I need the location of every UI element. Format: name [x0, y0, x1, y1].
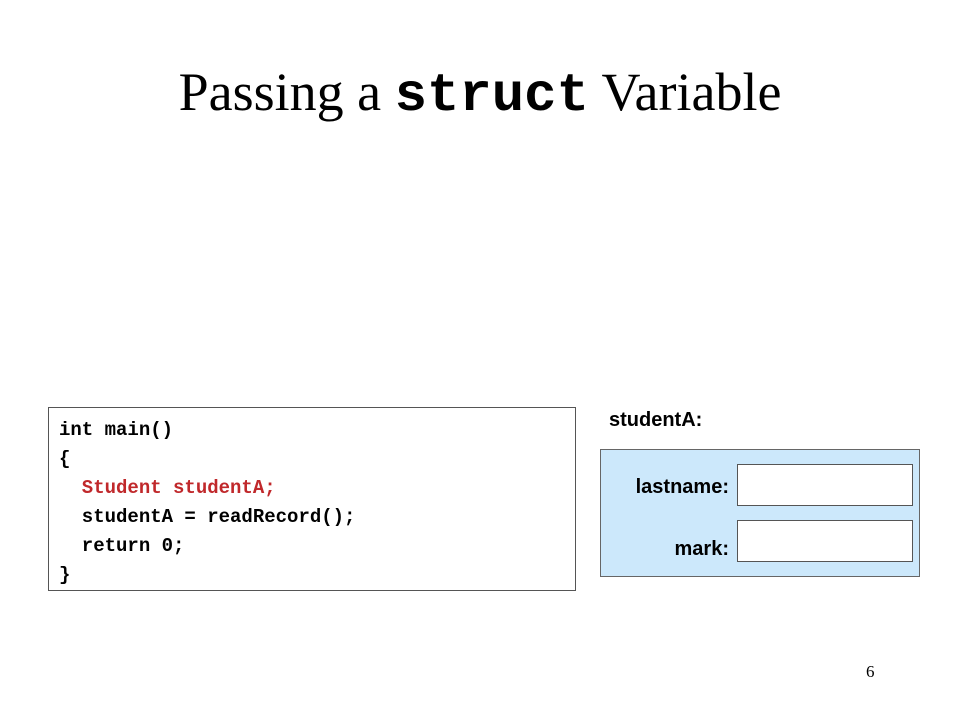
- code-line: }: [59, 564, 71, 586]
- field-value-lastname: [737, 464, 913, 506]
- struct-diagram: lastname: mark:: [600, 449, 920, 577]
- code-line: {: [59, 448, 71, 470]
- field-label-mark: mark:: [674, 538, 729, 560]
- title-keyword: struct: [394, 66, 589, 127]
- code-block: int main() { Student studentA; studentA …: [48, 407, 576, 591]
- code-line: return 0;: [59, 535, 185, 557]
- title-suffix: Variable: [589, 62, 782, 122]
- struct-variable-label: studentA:: [609, 409, 703, 431]
- title-prefix: Passing a: [178, 62, 395, 122]
- page-number: 6: [866, 662, 875, 681]
- slide-title: Passing a struct Variable: [0, 60, 960, 130]
- field-value-mark: [737, 520, 913, 562]
- code-line: studentA = readRecord();: [59, 506, 356, 528]
- code-line-highlighted: Student studentA;: [59, 477, 276, 499]
- code-line: int main(): [59, 419, 174, 441]
- field-label-lastname: lastname:: [635, 476, 729, 498]
